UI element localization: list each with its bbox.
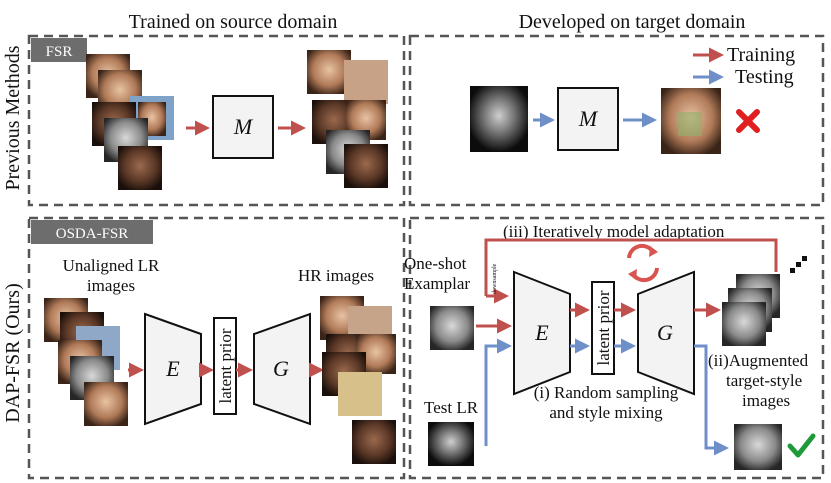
label-augmented-2: target-style — [726, 371, 802, 390]
failed-output-artifact — [678, 112, 702, 136]
hr-image-stack-bottom — [320, 296, 396, 464]
oneshot-exemplar-image — [430, 306, 474, 350]
tag-osda-bg — [31, 220, 153, 244]
unaligned-lr-stack — [44, 298, 128, 426]
panel-ours-source — [27, 216, 406, 480]
header-source: Trained on source domain — [129, 11, 338, 33]
tag-osda: OSDA-FSR — [56, 226, 129, 242]
label-test-lr: Test LR — [424, 398, 479, 417]
tag-fsr: FSR — [46, 44, 73, 60]
generator-g-source — [253, 312, 311, 426]
generator-g-target-label: G — [657, 320, 673, 345]
augmented-image-stack — [722, 256, 807, 346]
encoder-e-source-label: E — [165, 356, 180, 381]
test-lr-image-bottom — [428, 422, 474, 466]
test-lr-image-top — [470, 86, 528, 152]
label-oneshot-2: Examplar — [404, 274, 470, 293]
label-augmented-3: images — [742, 391, 790, 410]
latent-prior-source-label: latent prior — [216, 328, 235, 403]
panel-ours-target — [408, 216, 825, 480]
generator-g-target — [637, 270, 695, 396]
model-m-train-label: M — [233, 114, 254, 139]
label-random-sampling-2: and style mixing — [549, 403, 663, 422]
row-label-previous: Previous Methods — [2, 45, 24, 190]
label-augmented-1: (ii)Augmented — [708, 351, 809, 370]
label-hr-images: HR images — [298, 266, 374, 285]
legend-testing: Testing — [735, 66, 794, 88]
lr-image-stack-top — [86, 54, 174, 190]
label-unaligned-lr-1: Unaligned LR — [63, 256, 160, 275]
label-iterative-adaptation: (iii) Iteratively model adaptation — [503, 222, 725, 241]
hr-image-stack-top — [307, 50, 388, 188]
model-m-train — [212, 95, 274, 159]
header-target: Developed on target domain — [519, 11, 746, 33]
cross-icon — [736, 109, 760, 133]
arrow-g-to-output — [694, 344, 729, 456]
feedback-loop-line — [484, 238, 778, 296]
row-label-ours: DAP-FSR (Ours) — [2, 283, 24, 422]
model-m-test — [557, 87, 619, 151]
restored-output-image — [734, 424, 782, 470]
label-downsample: downsample — [492, 263, 498, 294]
tag-fsr-bg — [31, 38, 87, 62]
latent-prior-target-label: latent prior — [594, 290, 613, 365]
check-icon — [787, 433, 816, 458]
refresh-cycle-icon — [627, 243, 659, 283]
encoder-e-target — [513, 270, 571, 396]
panel-previous-source — [27, 34, 406, 207]
label-random-sampling-1: (i) Random sampling — [534, 383, 679, 402]
arrow-testlr-to-e — [484, 338, 512, 446]
encoder-e-source — [144, 312, 202, 426]
generator-g-source-label: G — [273, 356, 289, 381]
model-m-test-label: M — [578, 106, 599, 131]
latent-prior-target — [591, 281, 615, 375]
latent-prior-source — [213, 317, 237, 415]
panel-previous-target — [408, 34, 825, 207]
label-oneshot-1: One-shot — [404, 254, 467, 273]
label-unaligned-lr-2: images — [87, 276, 135, 295]
encoder-e-target-label: E — [534, 320, 549, 345]
legend-training: Training — [727, 44, 795, 66]
